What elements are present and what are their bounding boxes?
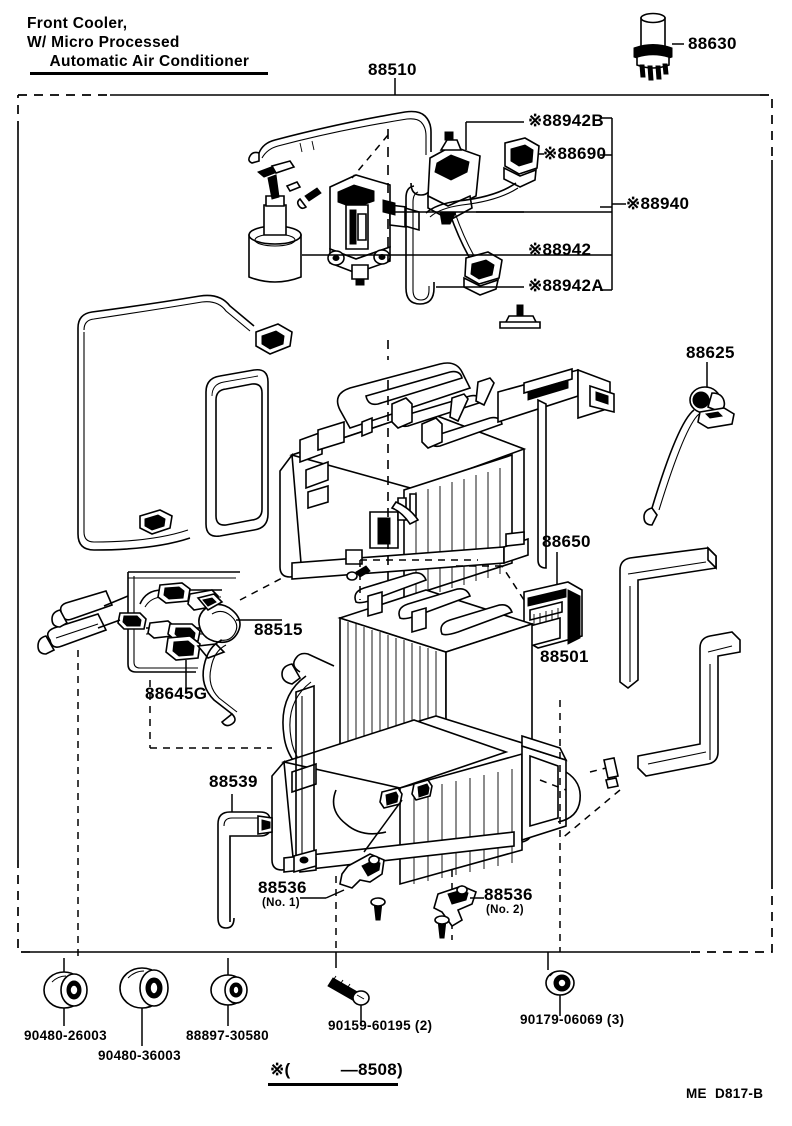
screw-90159-60195 <box>327 952 370 1026</box>
title-underline <box>30 72 268 75</box>
connector-block-88942b <box>427 131 481 225</box>
grommet-88897-30580 <box>210 958 248 1026</box>
label-88630: 88630 <box>688 34 737 53</box>
connector-88690 <box>503 137 540 188</box>
wiring-harness-and-seal <box>77 294 293 551</box>
label-88942b: ※88942B <box>528 111 604 130</box>
clip-upper <box>499 304 541 329</box>
label-88510: 88510 <box>368 60 417 79</box>
connector-88942 <box>463 251 503 296</box>
label-88942: ※88942 <box>528 240 592 259</box>
upper-cooler-case <box>279 340 615 600</box>
part-88536-brackets <box>300 799 484 939</box>
label-88501: 88501 <box>540 647 589 666</box>
label-88536-no2-sub: (No. 2) <box>486 904 524 916</box>
assembly-boundary <box>17 94 773 953</box>
diagram-title-line-2: W/ Micro Processed <box>27 34 180 51</box>
refrigerant-tubes <box>37 571 287 960</box>
label-88940: ※88940 <box>626 194 690 213</box>
footer-sheet-code: ME D817-B <box>686 1086 764 1101</box>
footnote-date-range: ※( —8508) <box>270 1060 404 1079</box>
hardware-row <box>43 952 575 1046</box>
label-88536-no2: 88536 <box>484 885 533 904</box>
label-90480-36003: 90480-36003 <box>98 1048 181 1063</box>
label-88942a: ※88942A <box>528 276 604 295</box>
evaporator-and-lower-case <box>271 559 621 952</box>
label-88690: ※88690 <box>543 144 607 163</box>
part-88650-amplifier <box>452 552 583 649</box>
label-88515: 88515 <box>254 620 303 639</box>
part-88625-thermistor <box>643 362 735 526</box>
label-88625: 88625 <box>686 343 735 362</box>
callout-leaders-upper <box>302 117 626 291</box>
duct-seals <box>619 546 741 777</box>
label-90480-26003: 90480-26003 <box>24 1028 107 1043</box>
label-90179-06069: 90179-06069 (3) <box>520 1012 625 1027</box>
label-88897-30580: 88897-30580 <box>186 1028 269 1043</box>
label-90159-60195: 90159-60195 (2) <box>328 1018 433 1033</box>
grommet-90480-36003 <box>119 967 169 1046</box>
part-88630-sensor <box>633 12 684 81</box>
label-88650: 88650 <box>542 532 591 551</box>
nut-90179-06069 <box>545 952 575 1016</box>
grommet-90480-26003 <box>43 958 88 1026</box>
part-88539-drain-hose <box>217 794 273 929</box>
label-88539: 88539 <box>209 772 258 791</box>
screw-upper <box>296 187 322 210</box>
label-88536-no1: 88536 <box>258 878 307 897</box>
footnote-underline <box>268 1083 398 1086</box>
diagram-title-line-1: Front Cooler, <box>27 15 128 32</box>
upper-subassembly <box>248 110 541 329</box>
label-88645g: 88645G <box>145 684 208 703</box>
label-88536-no1-sub: (No. 1) <box>262 897 300 909</box>
diagram-title-line-3: Automatic Air Conditioner <box>27 53 250 70</box>
receiver-drier <box>248 160 302 283</box>
